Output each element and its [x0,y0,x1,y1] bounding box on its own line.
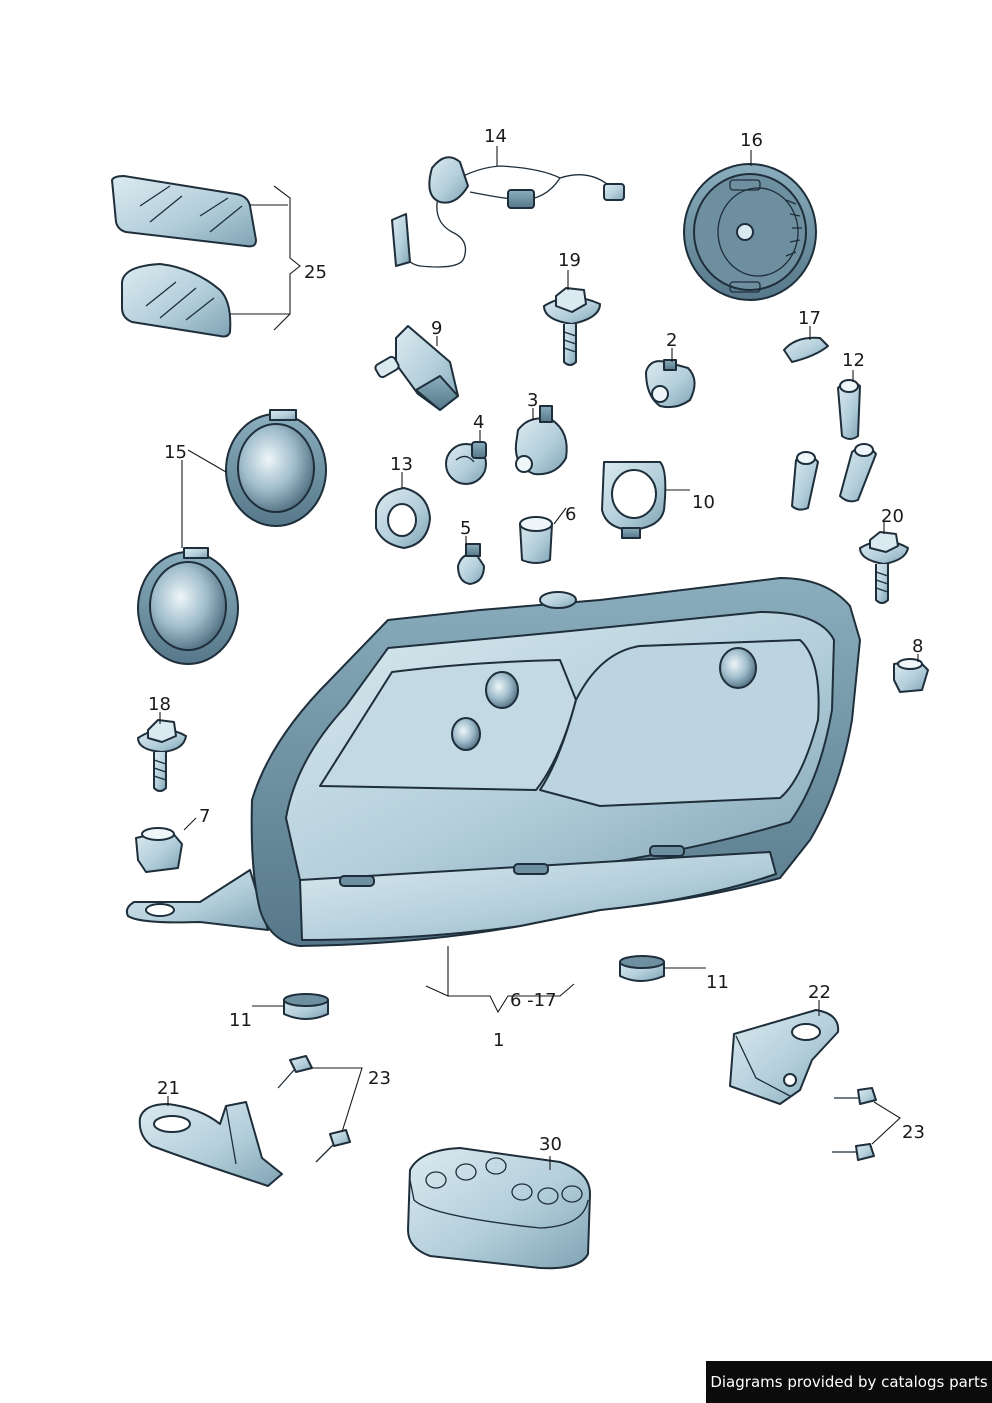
adjuster-12 [791,379,877,511]
projector-lens-upper [225,409,327,527]
bulb-3 [514,405,568,476]
label-11-right: 11 [706,972,729,993]
label-9: 9 [431,318,442,339]
leader-23-left [310,1067,363,1133]
bulb-5 [457,543,485,585]
label-14: 14 [484,126,507,147]
label-8: 8 [912,636,923,657]
leader-7 [183,817,197,831]
label-10: 10 [692,492,715,513]
headlamp-assembly [125,577,861,947]
glass-pane-upper [111,175,257,248]
lamp-socket-9 [374,325,459,411]
label-11-left: 11 [229,1010,252,1031]
label-range: 6 -17 [510,990,557,1011]
bolt-18 [137,719,187,792]
bracket-21 [138,1101,283,1187]
clip-17 [783,336,829,363]
nut-7 [135,827,183,873]
label-1: 1 [493,1030,504,1051]
leader-25 [230,185,301,331]
leader-23-right [871,1101,901,1145]
label-23-right: 23 [902,1122,925,1143]
nut-8 [893,658,929,693]
bolt-19 [543,287,601,366]
projector-lens-lower [137,547,239,665]
label-22: 22 [808,982,831,1003]
socket-ring-13 [375,487,431,549]
label-13: 13 [390,454,413,475]
label-20: 20 [881,506,904,527]
bulb-kit-box-30 [407,1147,591,1270]
sleeve-6 [519,516,553,564]
screws-23-right [832,1087,877,1161]
label-19: 19 [558,250,581,271]
bulb-4 [445,441,487,485]
label-30: 30 [539,1134,562,1155]
label-16: 16 [740,130,763,151]
gasket-10 [601,461,667,539]
label-21: 21 [157,1078,180,1099]
label-3: 3 [527,390,538,411]
bulb-2 [645,359,696,409]
label-2: 2 [666,330,677,351]
label-17: 17 [798,308,821,329]
label-25: 25 [304,262,327,283]
bracket-22 [729,1009,840,1105]
label-23-left: 23 [368,1068,391,1089]
screws-23-left [277,1055,351,1163]
bolt-20 [859,531,909,604]
label-4: 4 [473,412,484,433]
label-5: 5 [460,518,471,539]
label-12: 12 [842,350,865,371]
wiring-harness [391,156,625,268]
ring-11-left [283,993,329,1020]
label-6: 6 [565,504,576,525]
label-18: 18 [148,694,171,715]
catalog-credit-badge: Diagrams provided by catalogs parts [706,1361,992,1403]
leader-1 [425,946,575,1014]
leader-6 [553,507,567,525]
label-15: 15 [164,442,187,463]
ring-11-right [619,955,665,982]
leader-15 [181,449,227,548]
glass-pane-lower [121,263,232,338]
label-7: 7 [199,806,210,827]
headlamp-cover-cap [683,163,817,301]
